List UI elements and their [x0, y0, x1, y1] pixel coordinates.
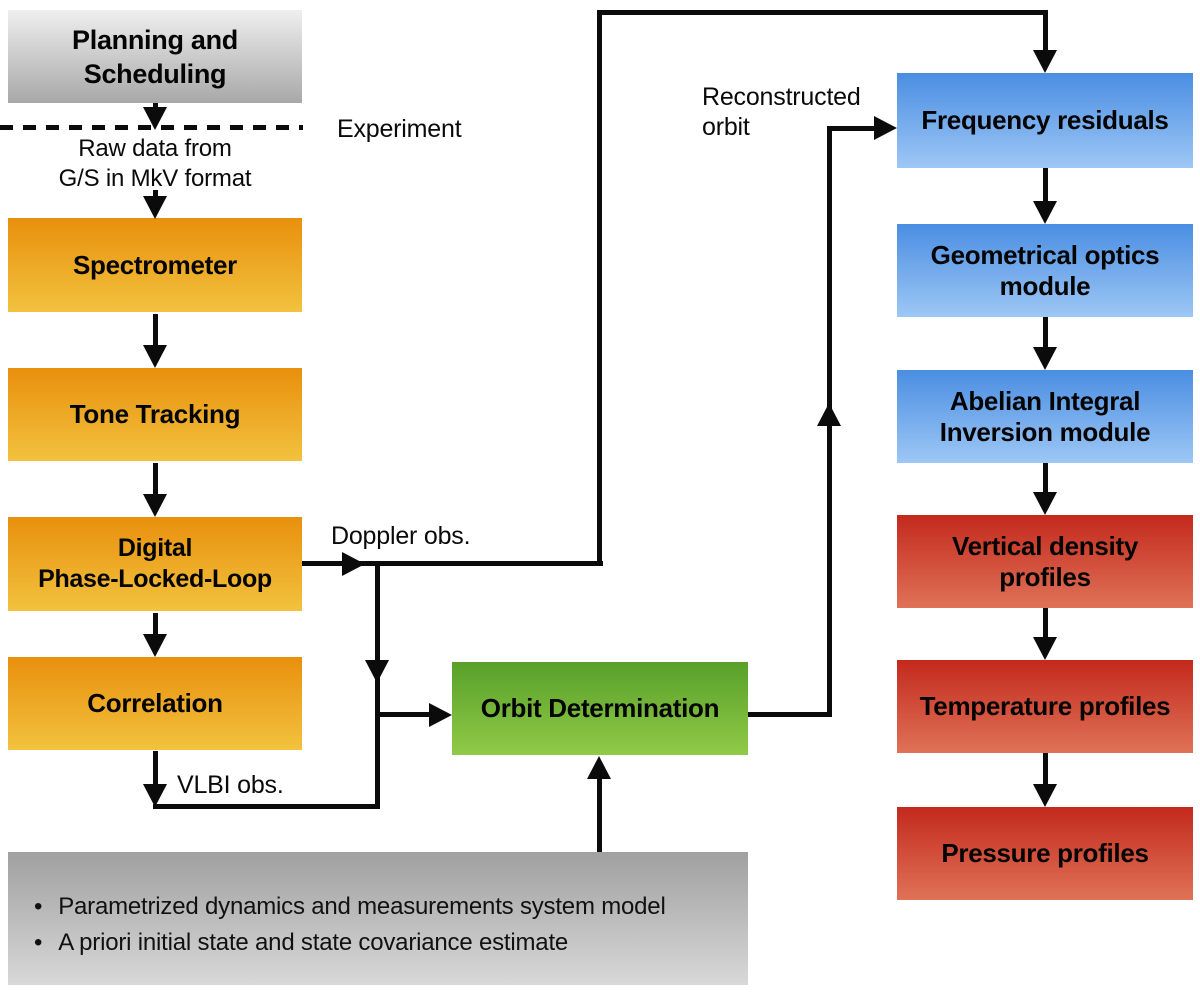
model-bullet-text: Parametrized dynamics and measurements s… [58, 893, 666, 920]
dpll-correlation-arrow-shaft [153, 613, 158, 635]
tone-dpll-arrow-shaft [153, 463, 158, 494]
dpll-correlation-arrow-head [143, 634, 167, 657]
spectrometer-tone-arrow-head [143, 345, 167, 368]
spectrometer-tone-arrow-shaft [153, 314, 158, 346]
rawdata-arrow-shaft [153, 190, 158, 200]
tone-tracking-box: Tone Tracking [8, 368, 302, 461]
rawdata-arrow-head [143, 196, 167, 219]
density-temperature-arrow-head [1033, 637, 1057, 660]
model-orbit-arrow-head [587, 756, 611, 779]
doppler-obs-label: Doppler obs. [331, 522, 471, 550]
abelian-integral-inversion-module-box: Abelian Integral Inversion module [897, 370, 1193, 463]
freq-geo-arrow-shaft [1043, 168, 1048, 202]
experiment-label: Experiment [337, 115, 462, 143]
vlbi-obs-label: VLBI obs. [177, 771, 284, 799]
reconstructed-orbit-label: Reconstructed orbit [702, 83, 861, 141]
model-bullet-item: Parametrized dynamics and measurements s… [32, 892, 732, 921]
temperature-pressure-arrow-shaft [1043, 753, 1048, 785]
abelian-density-arrow-head [1033, 492, 1057, 515]
frequency-residuals-box: Frequency residuals [897, 73, 1193, 168]
correlation-vlbi-arrow-shaft [153, 751, 158, 786]
model-bullet-item: A priori initial state and state covaria… [32, 928, 732, 957]
doppler-loop-vertical-line [597, 10, 602, 566]
vertical-density-profiles-box: Vertical density profiles [897, 515, 1193, 608]
doppler-arrow-head [342, 552, 365, 576]
orbit-determination-box: Orbit Determination [452, 662, 748, 755]
temperature-pressure-arrow-head [1033, 784, 1057, 807]
doppler-loop-top-line [597, 10, 1047, 15]
correlation-box: Correlation [8, 657, 302, 750]
model-bullet-text: A priori initial state and state covaria… [58, 929, 569, 956]
spectrometer-box: Spectrometer [8, 218, 302, 312]
orbit-input-arrow-head [429, 703, 452, 727]
geo-abelian-arrow-head [1033, 347, 1057, 370]
junction-down-arrow-head [365, 660, 389, 683]
freq-geo-arrow-head [1033, 201, 1057, 224]
frequency-input-shaft [1043, 10, 1048, 52]
reconstructed-orbit-up-arrow-head [817, 403, 841, 426]
abelian-density-arrow-shaft [1043, 463, 1048, 493]
junction-vertical-line [375, 561, 380, 809]
a-priori-model-bullets: Parametrized dynamics and measurements s… [32, 892, 732, 964]
doppler-horizontal-line [302, 561, 603, 566]
planning-arrow-head [143, 107, 167, 130]
digital-phase-locked-loop-box: Digital Phase-Locked-Loop [8, 517, 302, 611]
planning-scheduling-box: Planning and Scheduling [8, 10, 302, 103]
orbit-input-line [380, 712, 430, 717]
reconstructed-orbit-top-line [827, 126, 875, 131]
density-temperature-arrow-shaft [1043, 608, 1048, 638]
model-orbit-arrow-shaft [597, 779, 602, 852]
reconstructed-orbit-arrow-head [874, 116, 897, 140]
vlbi-horizontal-line [153, 804, 380, 809]
pressure-profiles-box: Pressure profiles [897, 807, 1193, 900]
tone-dpll-arrow-head [143, 494, 167, 517]
orbit-output-line [748, 712, 830, 717]
geo-abelian-arrow-shaft [1043, 317, 1048, 348]
geometrical-optics-module-box: Geometrical optics module [897, 224, 1193, 317]
correlation-vlbi-arrow-head [143, 784, 167, 807]
raw-data-label: Raw data from G/S in MkV format [58, 135, 252, 192]
temperature-profiles-box: Temperature profiles [897, 660, 1193, 753]
frequency-input-arrow-head [1033, 50, 1057, 73]
